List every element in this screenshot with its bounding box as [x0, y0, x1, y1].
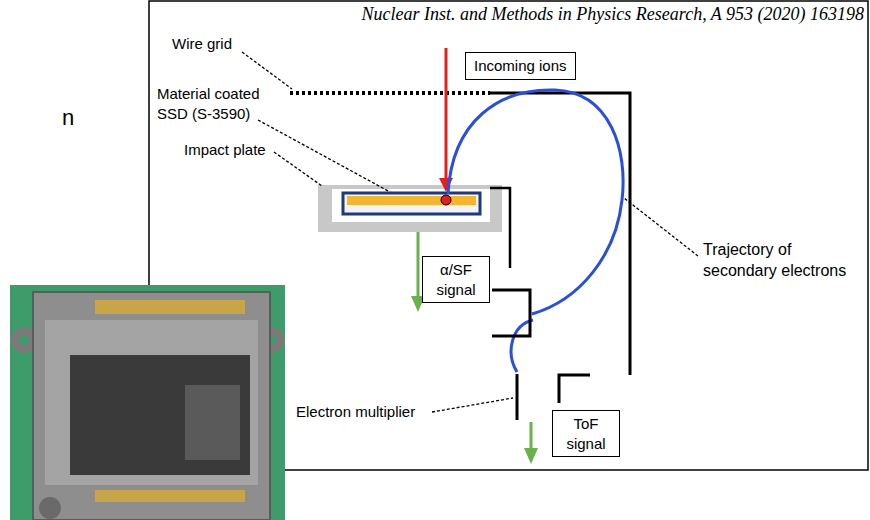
- signal-box: ToF signal: [552, 410, 620, 457]
- impact-point: [441, 195, 451, 205]
- multiplier-electrode: [559, 375, 590, 403]
- gold-strip: [95, 490, 245, 502]
- signal-box: Incoming ions: [465, 52, 576, 80]
- mount-hole: [19, 335, 29, 345]
- signal-box: α/SF signal: [422, 256, 490, 303]
- detector-window: [185, 385, 240, 460]
- part-label: Wire grid: [172, 34, 232, 54]
- photo-background: [10, 285, 285, 520]
- connector-knob: [39, 497, 61, 519]
- electron-multiplier: [516, 374, 519, 420]
- leader-line: [242, 52, 292, 89]
- ion-arrowhead: [439, 178, 453, 192]
- part-label: Material coated SSD (S-3590): [157, 84, 285, 123]
- grid-window: [70, 355, 250, 475]
- leader-line: [258, 120, 390, 192]
- part-label: Trajectory of secondary electrons: [703, 240, 863, 282]
- device-face: [45, 320, 258, 485]
- gold-strip: [95, 300, 245, 314]
- ion-arrow: [445, 48, 448, 180]
- leader-line: [624, 198, 698, 256]
- wire-grid: [290, 91, 490, 95]
- slide-text-fragment: n: [62, 104, 74, 133]
- box-text: α/SF signal: [431, 260, 481, 299]
- plate-electrode: [490, 188, 510, 268]
- part-label: Electron multiplier: [296, 402, 415, 422]
- impact-plate: [318, 185, 502, 232]
- leader-line: [432, 398, 513, 412]
- signal-arrow: [417, 232, 420, 298]
- device-frame: [33, 292, 270, 520]
- part-label: Impact plate: [184, 140, 266, 160]
- plate-recess: [332, 189, 490, 222]
- housing-wall: [490, 93, 630, 375]
- material-coating: [347, 196, 476, 205]
- signal-arrowhead: [524, 448, 538, 464]
- ssd-detector: [343, 193, 480, 214]
- leader-line: [274, 152, 322, 186]
- box-text: ToF signal: [561, 414, 611, 453]
- journal-header: Nuclear Inst. and Methods in Physics Res…: [361, 4, 864, 25]
- signal-arrow: [530, 422, 533, 450]
- device-photo: [10, 285, 285, 520]
- deflector-electrode: [492, 290, 530, 336]
- box-text: Incoming ions: [474, 56, 567, 76]
